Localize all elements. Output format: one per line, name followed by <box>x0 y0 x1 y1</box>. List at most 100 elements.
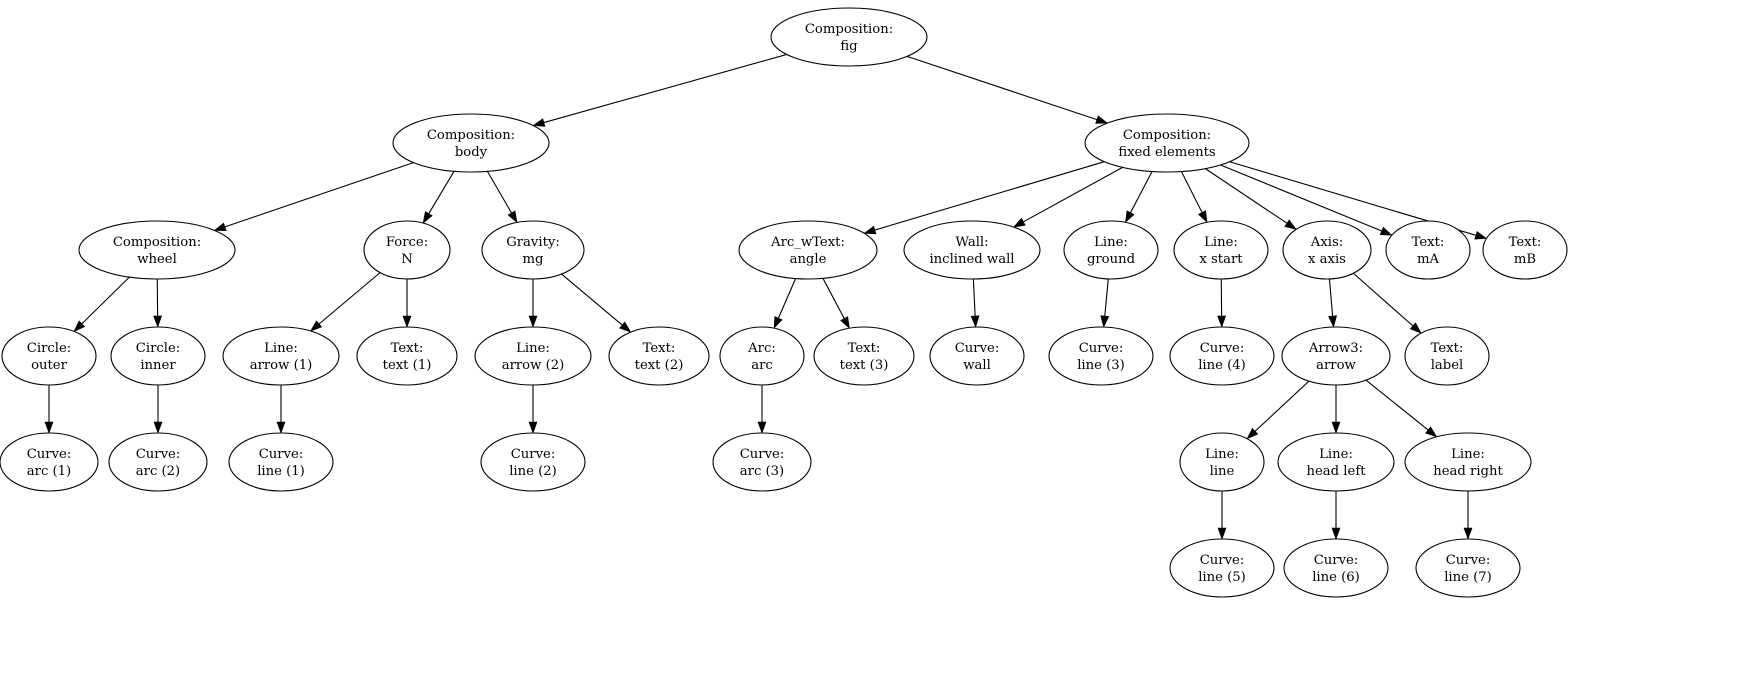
node-texttext1[interactable]: Text:text (1) <box>356 326 458 386</box>
node-textlabel[interactable]: Text:label <box>1404 326 1490 386</box>
node-shape-curveline3[interactable] <box>1048 326 1154 386</box>
node-curveline1[interactable]: Curve:line (1) <box>228 432 334 492</box>
node-fig[interactable]: Composition:fig <box>770 7 928 67</box>
node-shape-textlabel[interactable] <box>1404 326 1490 386</box>
node-shape-circinner[interactable] <box>110 326 206 386</box>
node-label-type-texttext2: Text: <box>643 341 676 356</box>
node-curvearc3[interactable]: Curve:arc (3) <box>712 432 812 492</box>
node-label-type-curvewall: Curve: <box>955 341 1000 356</box>
node-label-name-curvewall: wall <box>963 358 991 373</box>
node-curveline2[interactable]: Curve:line (2) <box>480 432 586 492</box>
node-label-type-linearrow1: Line: <box>264 341 298 356</box>
node-curveline3[interactable]: Curve:line (3) <box>1048 326 1154 386</box>
node-ground[interactable]: Line:ground <box>1063 220 1159 280</box>
node-shape-curveline2[interactable] <box>480 432 586 492</box>
node-shape-texttext1[interactable] <box>356 326 458 386</box>
node-wheel[interactable]: Composition:wheel <box>78 220 236 280</box>
node-shape-arcwtext[interactable] <box>738 220 878 280</box>
node-fixed[interactable]: Composition:fixed elements <box>1084 113 1250 173</box>
node-shape-curvearc1[interactable] <box>0 432 99 492</box>
arrowhead-wall-to-curvewall <box>970 315 980 328</box>
node-label-name-curvearc2: arc (2) <box>136 464 180 479</box>
node-shape-curveline5[interactable] <box>1169 538 1275 598</box>
node-shape-curveline4[interactable] <box>1169 326 1275 386</box>
node-curvearc2[interactable]: Curve:arc (2) <box>108 432 208 492</box>
node-linearrow1[interactable]: Line:arrow (1) <box>222 326 340 386</box>
node-shape-curveline1[interactable] <box>228 432 334 492</box>
node-textmB[interactable]: Text:mB <box>1482 220 1568 280</box>
node-gravity[interactable]: Gravity:mg <box>481 220 585 280</box>
node-lineline[interactable]: Line:line <box>1179 432 1265 492</box>
node-linearrow2[interactable]: Line:arrow (2) <box>474 326 592 386</box>
node-texttext2[interactable]: Text:text (2) <box>608 326 710 386</box>
node-label-type-curveline6: Curve: <box>1314 553 1359 568</box>
node-label-type-fixed: Composition: <box>1123 128 1211 143</box>
node-shape-fig[interactable] <box>770 7 928 67</box>
arrowhead-xstart-to-curveline4 <box>1217 315 1227 328</box>
node-lineheadright[interactable]: Line:head right <box>1404 432 1532 492</box>
node-circouter[interactable]: Circle:outer <box>1 326 97 386</box>
node-shape-circouter[interactable] <box>1 326 97 386</box>
node-forceN[interactable]: Force:N <box>363 220 451 280</box>
node-shape-wheel[interactable] <box>78 220 236 280</box>
node-shape-lineheadright[interactable] <box>1404 432 1532 492</box>
node-shape-arrow3[interactable] <box>1281 326 1391 386</box>
arrowhead-lineheadright-to-curveline7 <box>1463 527 1473 540</box>
node-shape-texttext2[interactable] <box>608 326 710 386</box>
node-label-name-xaxis: x axis <box>1308 252 1346 267</box>
node-xaxis[interactable]: Axis:x axis <box>1282 220 1372 280</box>
arrowhead-fixed-to-ground <box>1125 210 1135 224</box>
edge-fixed-to-wall <box>1023 166 1123 223</box>
node-curveline7[interactable]: Curve:line (7) <box>1415 538 1521 598</box>
node-curveline4[interactable]: Curve:line (4) <box>1169 326 1275 386</box>
node-label-type-textlabel: Text: <box>1431 341 1464 356</box>
node-shape-forceN[interactable] <box>363 220 451 280</box>
node-shape-lineheadleft[interactable] <box>1277 432 1395 492</box>
node-shape-body[interactable] <box>392 113 550 173</box>
node-shape-fixed[interactable] <box>1084 113 1250 173</box>
node-label-textmB: Text:mB <box>1509 235 1542 267</box>
node-shape-xstart[interactable] <box>1173 220 1269 280</box>
node-curveline5[interactable]: Curve:line (5) <box>1169 538 1275 598</box>
node-shape-linearrow1[interactable] <box>222 326 340 386</box>
node-label-name-forceN: N <box>401 252 413 267</box>
node-shape-curveline6[interactable] <box>1283 538 1389 598</box>
node-shape-arcarc[interactable] <box>719 326 805 386</box>
nodes-layer: Composition:figComposition:bodyCompositi… <box>0 7 1568 598</box>
node-shape-ground[interactable] <box>1063 220 1159 280</box>
node-label-name-ground: ground <box>1087 252 1136 267</box>
node-texttext3[interactable]: Text:text (3) <box>813 326 915 386</box>
node-body[interactable]: Composition:body <box>392 113 550 173</box>
node-arrow3[interactable]: Arrow3:arrow <box>1281 326 1391 386</box>
node-curveline6[interactable]: Curve:line (6) <box>1283 538 1389 598</box>
node-shape-textmB[interactable] <box>1482 220 1568 280</box>
node-shape-texttext3[interactable] <box>813 326 915 386</box>
node-shape-lineline[interactable] <box>1179 432 1265 492</box>
node-label-curvearc2: Curve:arc (2) <box>136 447 181 479</box>
edge-body-to-gravity <box>486 171 513 214</box>
node-curvearc1[interactable]: Curve:arc (1) <box>0 432 99 492</box>
arrowhead-fixed-to-arcwtext <box>863 225 877 235</box>
node-xstart[interactable]: Line:x start <box>1173 220 1269 280</box>
node-shape-textmA[interactable] <box>1385 220 1471 280</box>
node-label-body: Composition:body <box>427 128 515 160</box>
node-arcwtext[interactable]: Arc_wText:angle <box>738 220 878 280</box>
node-arcarc[interactable]: Arc:arc <box>719 326 805 386</box>
node-circinner[interactable]: Circle:inner <box>110 326 206 386</box>
node-lineheadleft[interactable]: Line:head left <box>1277 432 1395 492</box>
edge-fixed-to-xstart <box>1180 171 1203 213</box>
node-curvewall[interactable]: Curve: wall <box>929 326 1025 386</box>
node-wall[interactable]: Wall:inclined wall <box>903 220 1041 280</box>
node-shape-curvearc2[interactable] <box>108 432 208 492</box>
node-label-circinner: Circle:inner <box>136 341 180 373</box>
node-shape-wall[interactable] <box>903 220 1041 280</box>
node-shape-curvearc3[interactable] <box>712 432 812 492</box>
node-shape-gravity[interactable] <box>481 220 585 280</box>
node-shape-linearrow2[interactable] <box>474 326 592 386</box>
node-shape-curveline7[interactable] <box>1415 538 1521 598</box>
node-label-type-curveline1: Curve: <box>259 447 304 462</box>
node-shape-curvewall[interactable] <box>929 326 1025 386</box>
node-shape-xaxis[interactable] <box>1282 220 1372 280</box>
node-textmA[interactable]: Text:mA <box>1385 220 1471 280</box>
